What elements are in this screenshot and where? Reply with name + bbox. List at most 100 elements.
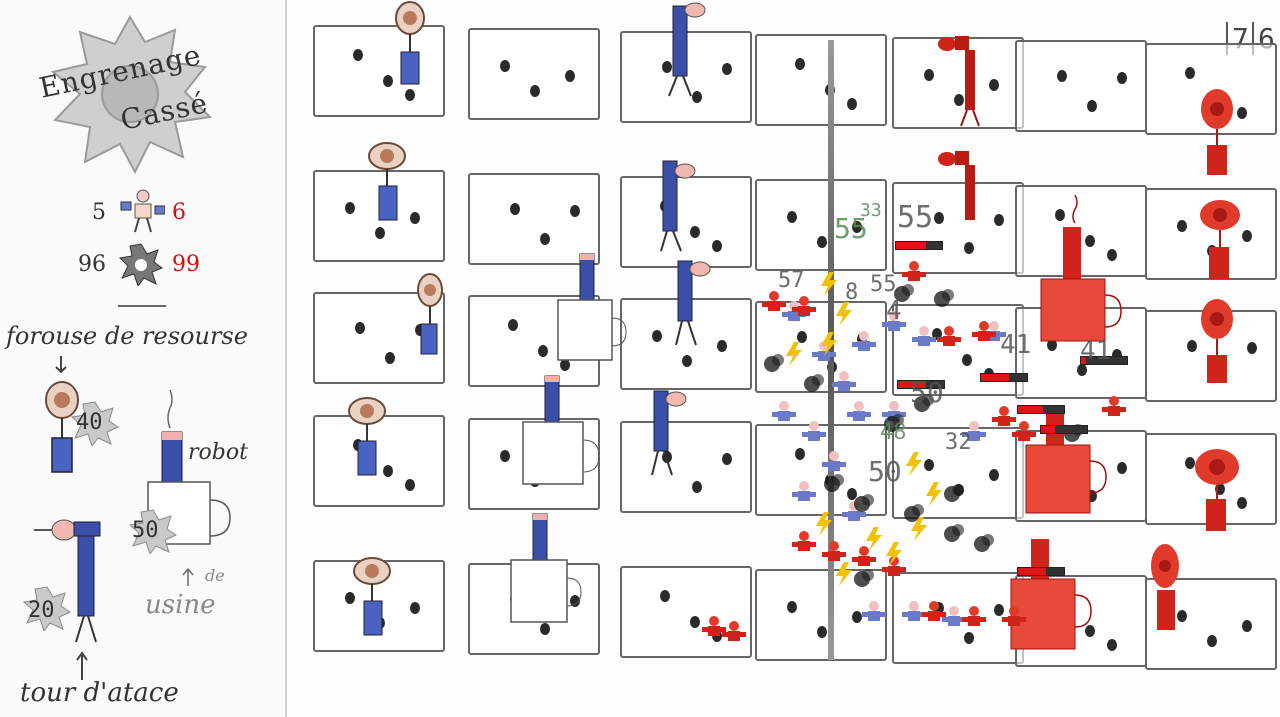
build-slot	[924, 69, 934, 81]
build-slot	[989, 469, 999, 481]
attack-tower[interactable]	[655, 155, 715, 255]
enemy-robot[interactable]	[935, 325, 963, 353]
enemy-robot-factory[interactable]	[1020, 405, 1110, 525]
enemy-robot[interactable]	[960, 605, 988, 633]
robot-unit[interactable]	[820, 450, 848, 478]
shop-attack-tower[interactable]	[34, 512, 114, 647]
enemy-resource-tower[interactable]	[1190, 445, 1245, 535]
robot-icon	[120, 189, 165, 233]
build-slot	[345, 202, 355, 214]
resource-tower[interactable]	[410, 272, 450, 362]
lane-cell[interactable]	[468, 28, 600, 120]
build-slot	[538, 345, 548, 357]
robot-unit[interactable]	[910, 325, 938, 353]
attack-tower[interactable]	[648, 385, 708, 485]
robot-unit[interactable]	[830, 370, 858, 398]
health-bar	[1017, 405, 1065, 414]
attack-tower[interactable]	[672, 255, 732, 355]
enemy-resource-tower[interactable]	[1195, 85, 1240, 180]
build-slot	[847, 488, 857, 500]
build-slot	[383, 465, 393, 477]
robot-unit[interactable]	[800, 420, 828, 448]
enemy-robot[interactable]	[820, 540, 848, 568]
robot-unit[interactable]	[860, 600, 888, 628]
enemy-robot[interactable]	[790, 295, 818, 323]
resource-tower-cost: 40	[76, 410, 103, 435]
enemy-robot[interactable]	[920, 600, 948, 628]
enemy-robot[interactable]	[790, 530, 818, 558]
build-slot	[692, 481, 702, 493]
lane-cell[interactable]	[755, 179, 887, 271]
enemy-robot[interactable]	[970, 320, 998, 348]
build-slot	[964, 242, 974, 254]
enemy-resource-tower[interactable]	[1145, 540, 1190, 635]
build-slot	[690, 226, 700, 238]
robot-unit[interactable]	[770, 400, 798, 428]
lane-cell[interactable]	[892, 427, 1024, 519]
robot-unit[interactable]	[790, 480, 818, 508]
enemy-robot[interactable]	[700, 615, 728, 643]
enemy-attack-tower[interactable]	[935, 30, 995, 130]
lane-cell[interactable]	[892, 37, 1024, 129]
build-slot	[847, 98, 857, 110]
robot-factory[interactable]	[505, 510, 590, 630]
lane-cell[interactable]	[1015, 40, 1147, 132]
build-slot	[682, 355, 692, 367]
enemy-robot[interactable]	[880, 555, 908, 583]
build-slot	[954, 94, 964, 106]
enemy-attack-tower[interactable]	[935, 145, 995, 235]
build-slot	[852, 221, 862, 233]
enemy-resource-tower[interactable]	[1195, 295, 1240, 390]
resource-tower[interactable]	[350, 555, 395, 645]
attack-tower-label: tour d'atace	[20, 678, 179, 708]
resource-tower[interactable]	[365, 140, 410, 230]
damage-number: 4	[886, 296, 902, 326]
shop-resource-tower[interactable]	[40, 378, 100, 478]
enemy-robot-factory[interactable]	[1005, 535, 1095, 655]
divider	[118, 305, 166, 307]
enemy-robot[interactable]	[1100, 395, 1128, 423]
build-slot	[1057, 70, 1067, 82]
attack-tower[interactable]	[655, 0, 715, 100]
robot-unit[interactable]	[850, 330, 878, 358]
build-slot	[795, 58, 805, 70]
enemy-robot[interactable]	[720, 620, 748, 648]
robot-unit[interactable]	[845, 400, 873, 428]
lane-cell[interactable]	[313, 415, 445, 507]
build-slot	[1242, 230, 1252, 242]
build-slot	[852, 611, 862, 623]
enemy-robot[interactable]	[900, 260, 928, 288]
enemy-robot[interactable]	[1010, 420, 1038, 448]
explosion-icon	[894, 284, 914, 302]
enemy-robot[interactable]	[990, 405, 1018, 433]
build-slot	[1177, 610, 1187, 622]
build-slot	[1237, 497, 1247, 509]
health-bar	[895, 241, 943, 250]
robot-factory[interactable]	[550, 250, 630, 370]
lane-cell[interactable]	[755, 34, 887, 126]
robot-unit[interactable]	[880, 310, 908, 338]
resource-tower[interactable]	[390, 0, 430, 90]
build-slot	[712, 240, 722, 252]
enemy-robot[interactable]	[1000, 605, 1028, 633]
build-slot	[540, 623, 550, 635]
lane-cell[interactable]	[620, 421, 752, 513]
enemy-robot[interactable]	[760, 290, 788, 318]
enemy-robot-factory[interactable]	[1035, 195, 1125, 345]
build-slot	[722, 63, 732, 75]
resource-tower[interactable]	[345, 395, 390, 485]
lane-cell[interactable]	[313, 25, 445, 117]
build-slot	[410, 602, 420, 614]
lane-cell[interactable]	[468, 173, 600, 265]
build-slot	[690, 616, 700, 628]
robot-unit[interactable]	[960, 420, 988, 448]
enemy-robot[interactable]	[850, 545, 878, 573]
lane-cell[interactable]	[892, 182, 1024, 274]
lightning-icon	[836, 562, 852, 586]
build-slot	[385, 352, 395, 364]
build-slot	[405, 89, 415, 101]
damage-number: 32	[945, 430, 972, 455]
robot-factory[interactable]	[515, 372, 605, 492]
lightning-icon	[911, 517, 927, 541]
enemy-resource-tower[interactable]	[1195, 195, 1245, 285]
